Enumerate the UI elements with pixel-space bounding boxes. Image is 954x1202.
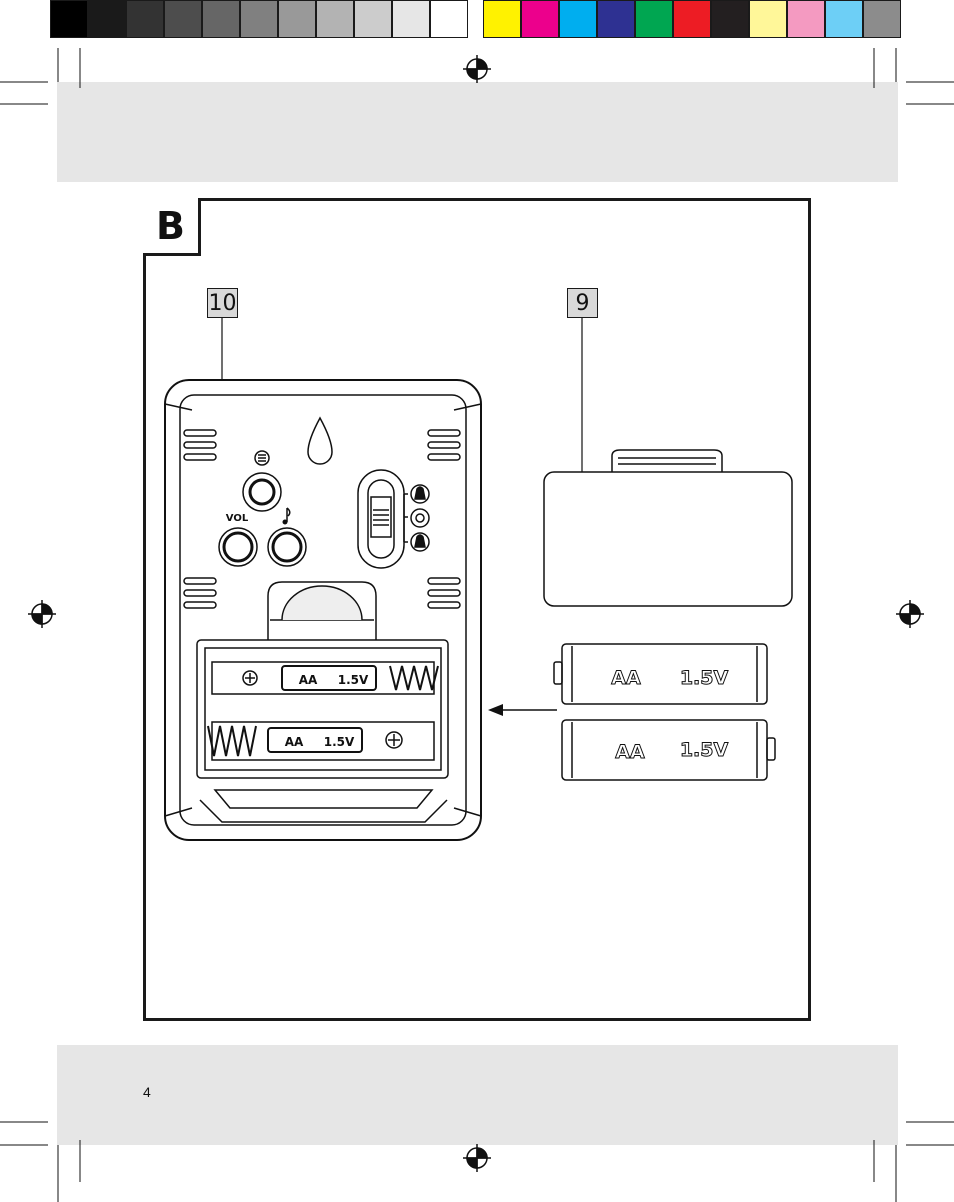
registration-mark-bottom — [463, 1144, 491, 1172]
installed-battery-bottom — [208, 722, 434, 760]
registration-mark-left — [28, 600, 56, 628]
installed-battery-bottom-type: AA — [285, 735, 304, 749]
vol-label: VOL — [226, 513, 249, 524]
device-back-housing — [165, 380, 481, 840]
loose-battery-1 — [554, 644, 767, 704]
insertion-arrow — [488, 704, 557, 716]
loose-battery-2-voltage: 1.5V — [680, 739, 729, 761]
battery-compartment-cover — [544, 450, 792, 606]
installed-battery-bottom-voltage: 1.5V — [324, 735, 355, 749]
loose-battery-2 — [562, 720, 775, 780]
registration-mark-top — [463, 55, 491, 83]
loose-battery-1-type: AA — [611, 667, 641, 689]
loose-battery-2-type: AA — [615, 741, 645, 763]
installed-battery-top-voltage: 1.5V — [338, 673, 369, 687]
installed-battery-top — [212, 662, 438, 694]
installed-battery-top-type: AA — [299, 673, 318, 687]
registration-mark-right — [896, 600, 924, 628]
loose-battery-1-voltage: 1.5V — [680, 667, 729, 689]
